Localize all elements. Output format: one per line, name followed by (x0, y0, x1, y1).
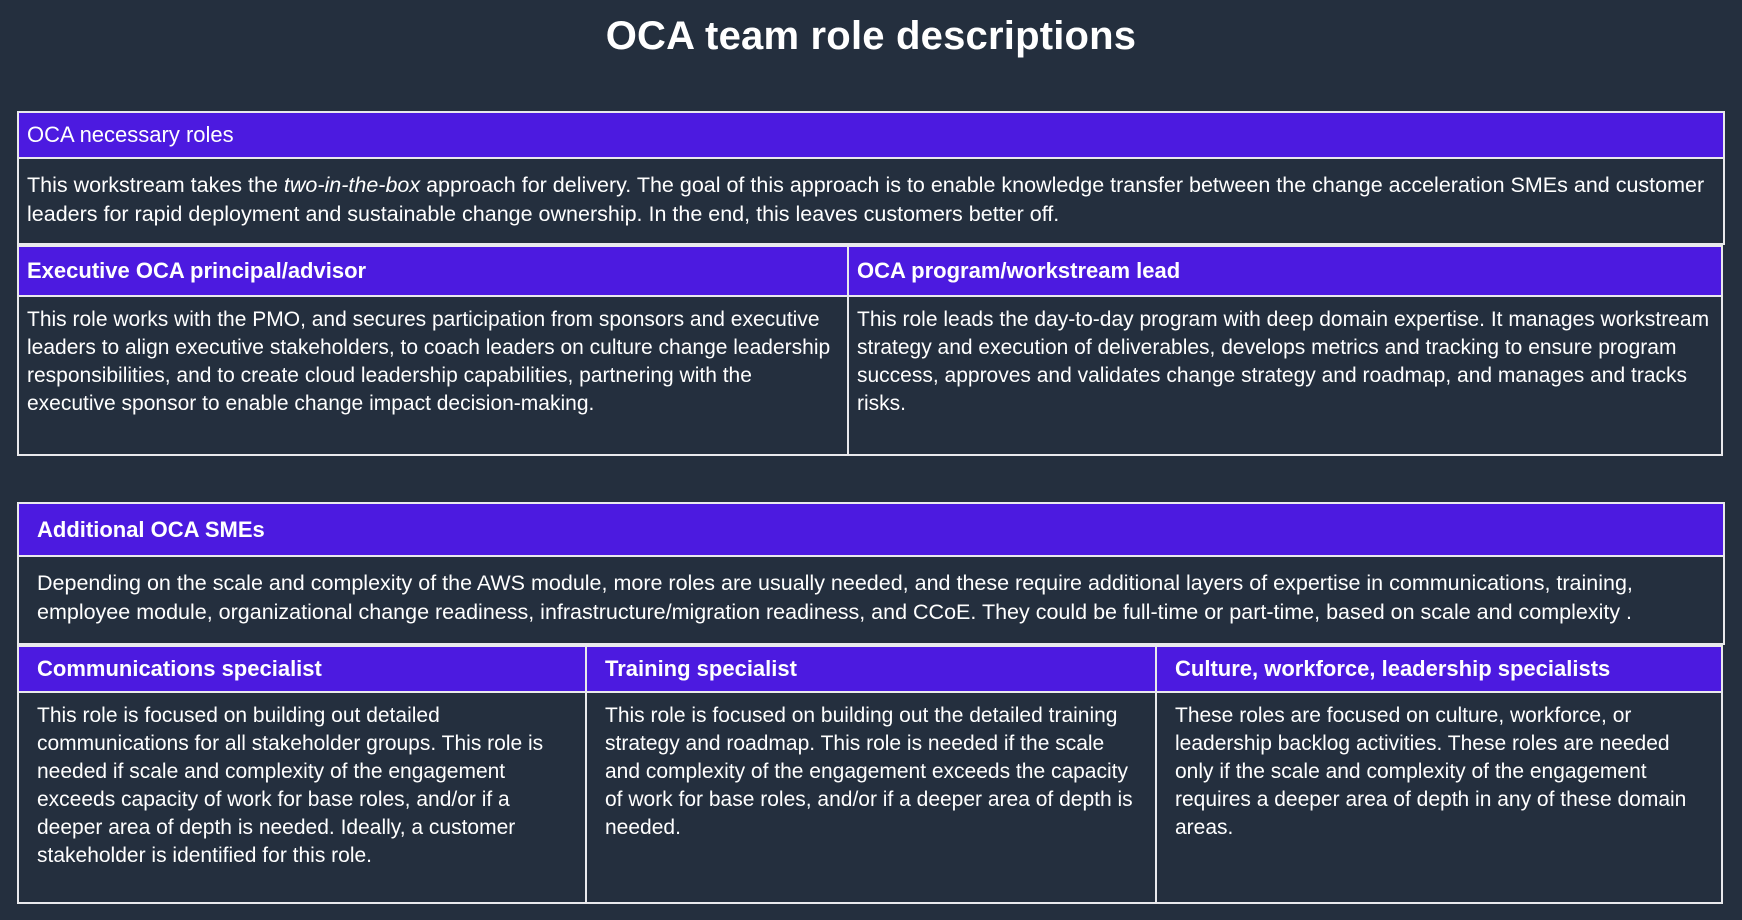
section-header-label: Additional OCA SMEs (37, 516, 265, 542)
intro-text-part-2: approach for delivery. The goal of this … (27, 173, 1705, 226)
section-intro-necessary-roles: This workstream takes the two-in-the-box… (17, 159, 1725, 245)
role-heading-culture-workforce-leadership-specialists: Culture, workforce, leadership specialis… (1155, 645, 1723, 693)
section-oca-necessary-roles: OCA necessary roles This workstream take… (17, 111, 1725, 456)
role-body-communications-specialist: This role is focused on building out det… (17, 693, 587, 904)
role-body-culture-workforce-leadership-specialists: These roles are focused on culture, work… (1155, 693, 1723, 904)
role-row-necessary: Executive OCA principal/advisor This rol… (17, 245, 1725, 456)
page-title: OCA team role descriptions (605, 14, 1137, 58)
role-card-training-specialist: Training specialist This role is focused… (585, 645, 1157, 904)
role-row-additional: Communications specialist This role is f… (17, 645, 1725, 904)
intro-text-part-1: This workstream takes the (27, 173, 284, 197)
role-body-program-workstream-lead: This role leads the day-to-day program w… (847, 297, 1723, 456)
section-header-band-necessary-roles: OCA necessary roles (17, 111, 1725, 159)
section-intro-additional-smes: Depending on the scale and complexity of… (17, 557, 1725, 645)
intro-text-emphasis: two-in-the-box (283, 173, 421, 197)
role-body-training-specialist: This role is focused on building out the… (585, 693, 1157, 904)
role-heading-communications-specialist: Communications specialist (17, 645, 587, 693)
role-card-executive-principal: Executive OCA principal/advisor This rol… (17, 245, 849, 456)
role-card-communications-specialist: Communications specialist This role is f… (17, 645, 587, 904)
section-additional-oca-smes: Additional OCA SMEs Depending on the sca… (17, 502, 1725, 904)
role-body-executive-principal: This role works with the PMO, and secure… (17, 297, 849, 456)
role-heading-training-specialist: Training specialist (585, 645, 1157, 693)
section-header-band-additional-smes: Additional OCA SMEs (17, 502, 1725, 557)
section-header-label: OCA necessary roles (27, 122, 234, 147)
role-card-culture-workforce-leadership-specialists: Culture, workforce, leadership specialis… (1155, 645, 1723, 904)
role-heading-executive-principal: Executive OCA principal/advisor (17, 245, 849, 297)
role-heading-program-workstream-lead: OCA program/workstream lead (847, 245, 1723, 297)
role-card-program-workstream-lead: OCA program/workstream lead This role le… (847, 245, 1723, 456)
